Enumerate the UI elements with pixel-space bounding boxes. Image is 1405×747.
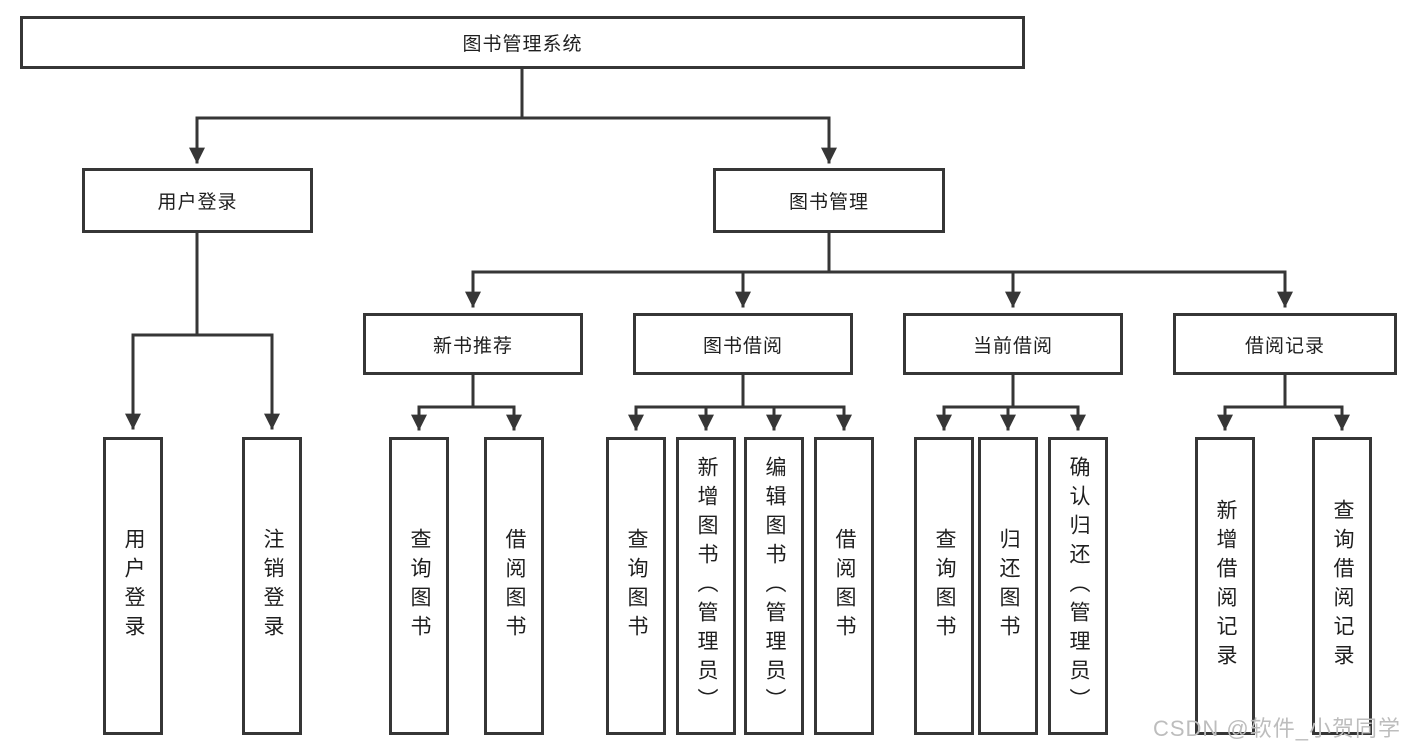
leaf-newbook-query-books: 查询图书 xyxy=(389,437,449,735)
leaf-current-query-books: 查询图书 xyxy=(914,437,974,735)
leaf-borrow-edit-books-admin: 编辑图书（管理员） xyxy=(744,437,804,735)
leaf-records-add-record: 新增借阅记录 xyxy=(1195,437,1255,735)
node-borrow-records: 借阅记录 xyxy=(1173,313,1397,375)
leaf-user-login: 用户登录 xyxy=(103,437,163,735)
node-book-management: 图书管理 xyxy=(713,168,945,233)
leaf-borrow-query-books: 查询图书 xyxy=(606,437,666,735)
node-user-login: 用户登录 xyxy=(82,168,313,233)
csdn-watermark: CSDN @软件_小贺同学 xyxy=(1152,716,1401,741)
leaf-current-confirm-return-admin: 确认归还（管理员） xyxy=(1048,437,1108,735)
leaf-logout: 注销登录 xyxy=(242,437,302,735)
node-current-borrow: 当前借阅 xyxy=(903,313,1123,375)
leaf-borrow-add-books-admin: 新增图书（管理员） xyxy=(676,437,736,735)
leaf-borrow-borrow-books: 借阅图书 xyxy=(814,437,874,735)
leaf-newbook-borrow-books: 借阅图书 xyxy=(484,437,544,735)
node-library-management-system: 图书管理系统 xyxy=(20,16,1025,69)
leaf-current-return-books: 归还图书 xyxy=(978,437,1038,735)
leaf-records-query-record: 查询借阅记录 xyxy=(1312,437,1372,735)
node-new-book-recommend: 新书推荐 xyxy=(363,313,583,375)
node-book-borrow: 图书借阅 xyxy=(633,313,853,375)
